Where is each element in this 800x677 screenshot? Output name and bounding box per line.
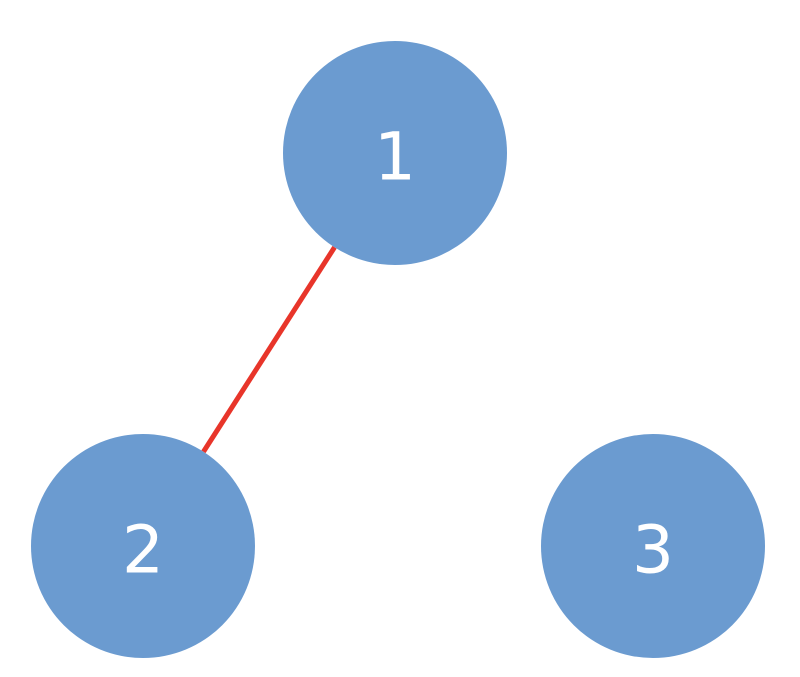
node-1[interactable]: 1: [283, 41, 507, 265]
node-3-circle: [541, 434, 765, 658]
node-3[interactable]: 3: [541, 434, 765, 658]
node-2[interactable]: 2: [31, 434, 255, 658]
edge-1-2: [201, 245, 337, 454]
node-3-label: 3: [632, 512, 674, 589]
node-1-label: 1: [374, 119, 416, 196]
nodes-layer: 1 2 3: [31, 41, 765, 658]
node-2-label: 2: [122, 512, 164, 589]
node-2-circle: [31, 434, 255, 658]
edges-layer: [201, 245, 337, 454]
node-1-circle: [283, 41, 507, 265]
